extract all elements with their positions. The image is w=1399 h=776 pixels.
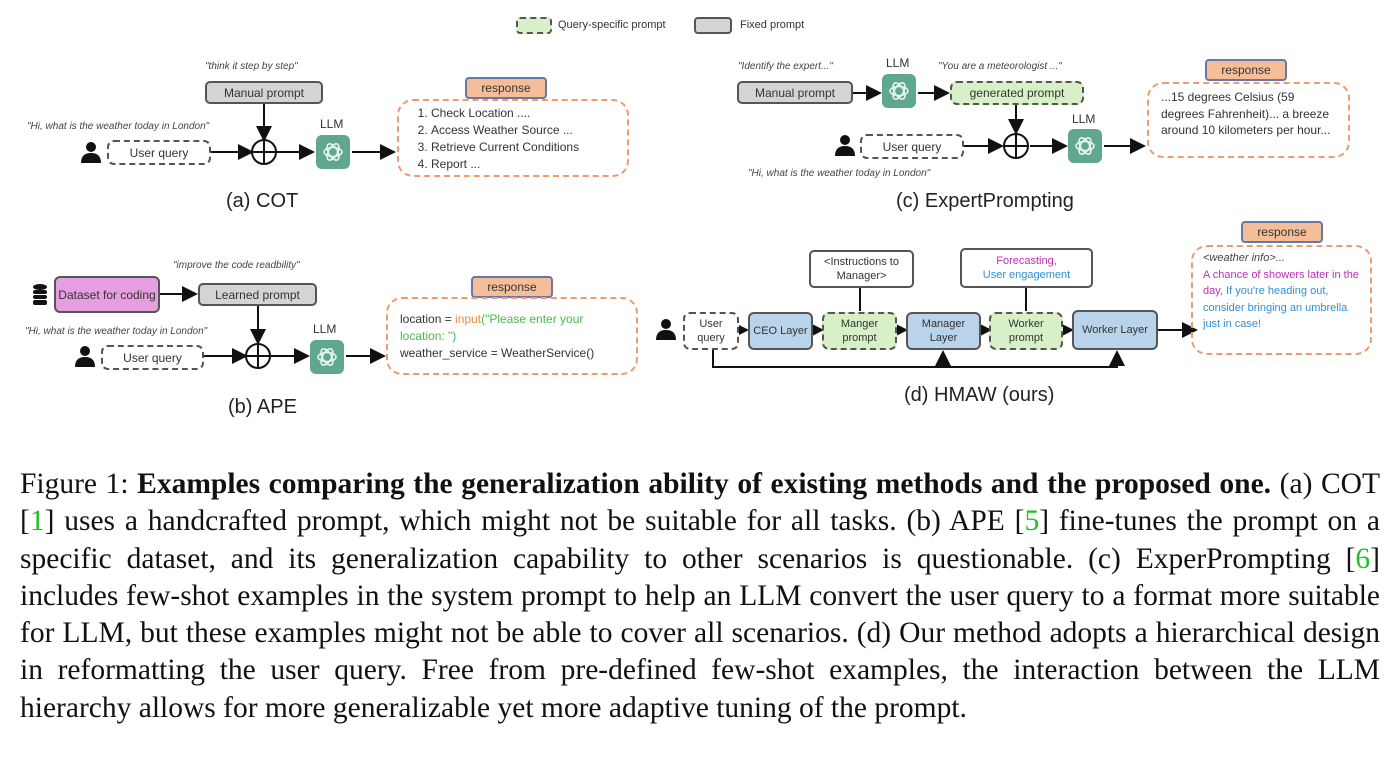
database-icon <box>33 284 47 305</box>
response-box: ...15 degrees Celsius (59 degrees Fahren… <box>1147 82 1350 158</box>
response-umbrella: If you're heading out, consider bringing… <box>1203 285 1348 330</box>
llm-openai-icon <box>310 340 344 374</box>
response-code-line-1: location = input("Please enter your loca… <box>400 312 584 343</box>
response-box: location = input("Please enter your loca… <box>386 297 638 375</box>
quote-improve-code: "improve the code readbility" <box>173 260 300 271</box>
citation-link[interactable]: 6 <box>1355 542 1371 575</box>
legend-fixed-swatch <box>694 17 732 34</box>
panel-caption: (a) COT <box>226 190 299 212</box>
quote-user-query: "Hi, what is the weather today in London… <box>748 168 931 179</box>
task-topics-box: Forecasting, User engagement <box>960 248 1093 288</box>
figure-caption: Figure 1: Examples comparing the general… <box>20 468 1380 724</box>
quote-think-step: "think it step by step" <box>205 61 298 72</box>
worker-prompt-box: Worker prompt <box>989 312 1063 350</box>
caption-prefix: Figure 1: <box>20 468 138 500</box>
response-weather-info: <weather info>... <box>1203 252 1285 264</box>
legend-fixed-label: Fixed prompt <box>740 19 805 31</box>
user-query-box: User query <box>107 140 211 165</box>
topic-forecasting: Forecasting, <box>996 255 1057 267</box>
generated-prompt-box: generated prompt <box>950 81 1084 105</box>
citation-link[interactable]: 5 <box>1024 505 1040 538</box>
legend-query-specific-label: Query-specific prompt <box>558 19 666 31</box>
user-icon <box>75 346 95 367</box>
quote-identify-expert: "Identify the expert..." <box>738 61 833 72</box>
caption-bold: Examples comparing the generalization ab… <box>137 468 1272 500</box>
response-item: Retrieve Current Conditions <box>431 139 617 156</box>
connector-lines <box>160 85 1198 369</box>
user-query-box: User query <box>683 312 739 350</box>
llm-label: LLM <box>886 56 910 70</box>
panel-caption: (d) HMAW (ours) <box>904 384 1055 406</box>
llm-label: LLM <box>313 322 337 336</box>
user-query-box: User query <box>101 345 204 370</box>
llm-label-2: LLM <box>1072 112 1096 126</box>
manual-prompt-box: Manual prompt <box>205 81 323 104</box>
user-icon <box>835 135 855 156</box>
response-tag: response <box>471 276 553 298</box>
response-item: Report ... <box>431 156 617 173</box>
panel-caption: (b) APE <box>228 396 297 418</box>
user-icon <box>656 319 676 340</box>
response-showers: A chance of showers later in the day, <box>1203 268 1359 298</box>
response-box: <weather info>... A chance of showers la… <box>1191 245 1372 355</box>
llm-label: LLM <box>320 117 344 131</box>
user-query-box: User query <box>860 134 964 159</box>
manual-prompt-box: Manual prompt <box>737 81 853 104</box>
user-icon <box>81 142 101 163</box>
manager-prompt-box: Manger prompt <box>822 312 897 350</box>
quote-user-query: "Hi, what is the weather today in London… <box>27 121 210 132</box>
instructions-box: <Instructions to Manager> <box>809 250 914 288</box>
dataset-box: Dataset for coding <box>54 276 160 313</box>
manager-layer-box: Manager Layer <box>906 312 981 350</box>
response-tag: response <box>1205 59 1287 81</box>
panel-caption: (c) ExpertPrompting <box>896 190 1074 212</box>
learned-prompt-box: Learned prompt <box>198 283 317 306</box>
topic-user-engagement: User engagement <box>982 269 1071 281</box>
llm-openai-icon <box>316 135 350 169</box>
citation-link[interactable]: 1 <box>29 505 45 538</box>
llm-openai-icon <box>1068 129 1102 163</box>
quote-meteorologist: "You are a meteorologist ..." <box>938 61 1062 72</box>
quote-user-query: "Hi, what is the weather today in London… <box>25 326 208 337</box>
llm-openai-icon <box>882 74 916 108</box>
response-code-line-2: weather_service = WeatherService() <box>400 346 595 360</box>
response-item: Access Weather Source ... <box>431 122 617 139</box>
response-box: Check Location .... Access Weather Sourc… <box>397 99 629 177</box>
ceo-layer-box: CEO Layer <box>748 312 813 350</box>
response-tag: response <box>1241 221 1323 243</box>
worker-layer-box: Worker Layer <box>1072 310 1158 350</box>
response-item: Check Location .... <box>431 105 617 122</box>
response-tag: response <box>465 77 547 99</box>
legend-query-specific-swatch <box>516 17 552 34</box>
